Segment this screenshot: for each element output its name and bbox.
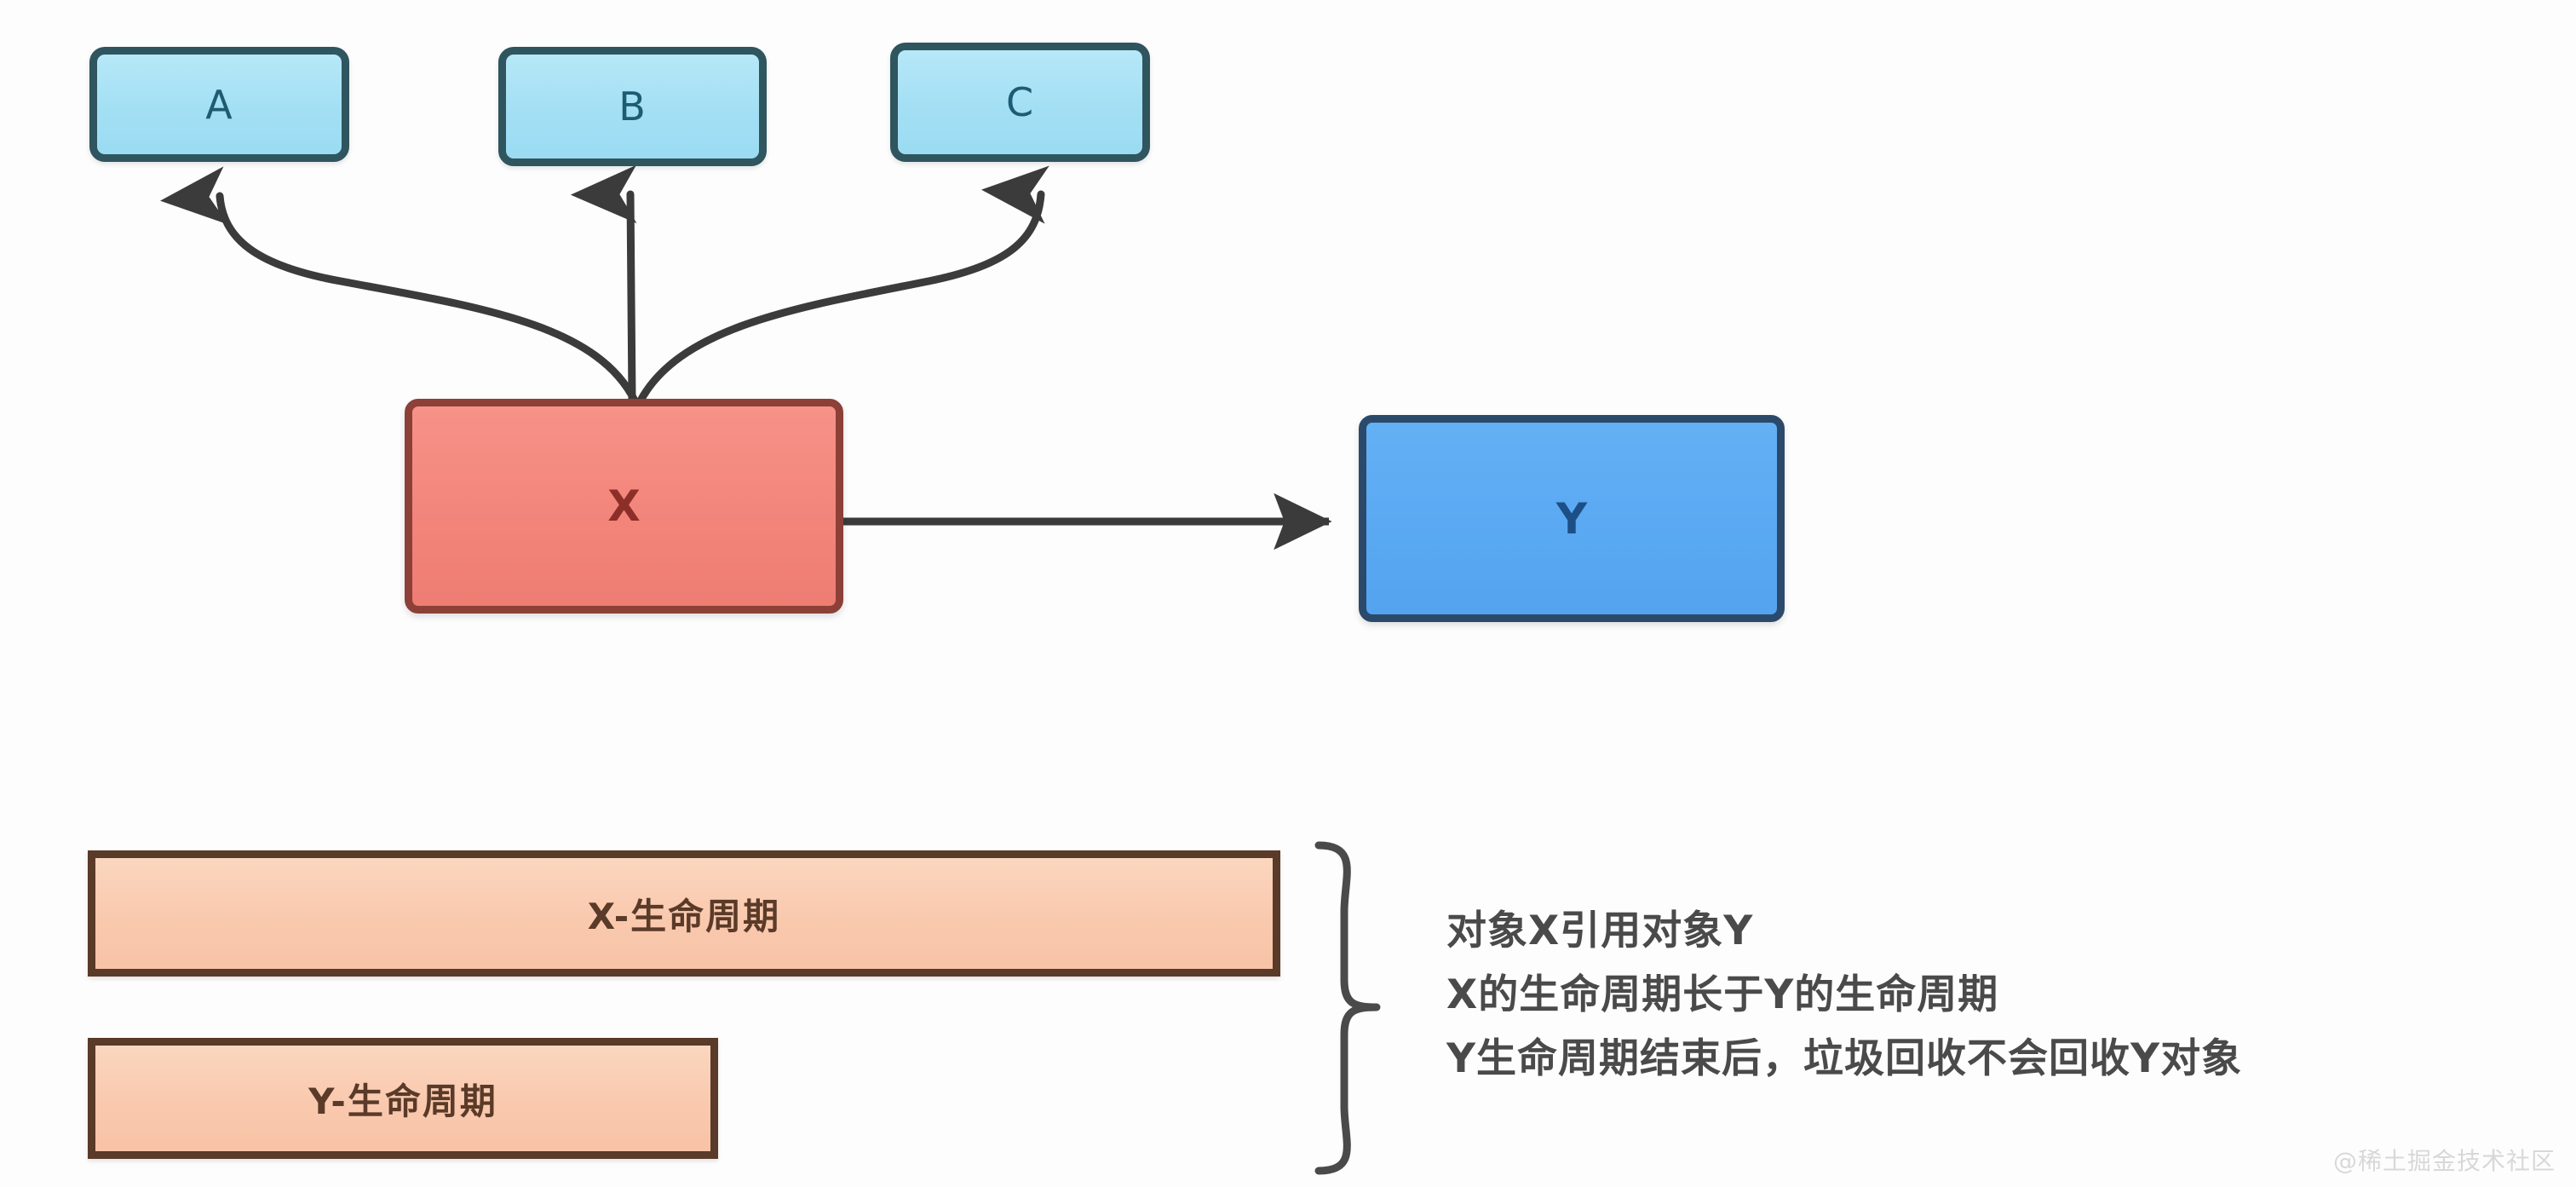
node-c-label: C [1005,79,1035,125]
node-y[interactable]: Y [1359,415,1785,622]
node-b[interactable]: B [498,47,767,166]
node-x[interactable]: X [405,399,843,614]
annotation-line-2: X的生命周期长于Y的生命周期 [1446,971,1999,1018]
annotation-line-3: Y生命周期结束后，垃圾回收不会回收Y对象 [1446,1035,2243,1082]
node-a-label: A [205,81,233,128]
lifecycle-bar-x-label: X-生命周期 [587,895,781,937]
lifecycle-bar-y-label: Y-生命周期 [308,1080,497,1122]
annotation-line-1: 对象X引用对象Y [1446,908,1754,954]
node-x-label: X [607,481,641,531]
annotation-block: 对象X引用对象Y X的生命周期长于Y的生命周期 Y生命周期结束后，垃圾回收不会回… [1446,899,2520,1091]
node-y-label: Y [1555,493,1588,544]
lifecycle-bar-y[interactable]: Y-生命周期 [88,1038,718,1159]
lifecycle-bar-x[interactable]: X-生命周期 [88,850,1280,977]
grouping-brace [1314,841,1381,1175]
node-b-label: B [618,84,647,130]
watermark: @稀土掘金技术社区 [2332,1147,2556,1175]
edge-x-to-a [160,166,639,405]
edge-x-to-c [636,165,1049,405]
edge-x-to-b [570,164,637,405]
node-c[interactable]: C [890,43,1150,162]
node-a[interactable]: A [89,47,349,162]
